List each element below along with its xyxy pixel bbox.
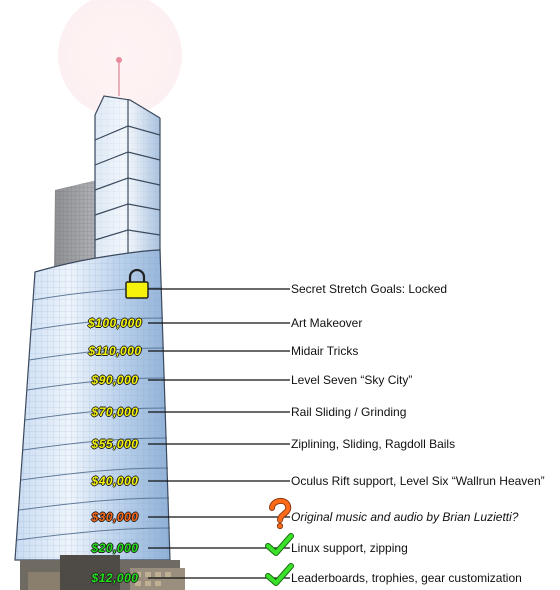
goal-label: Rail Sliding / Grinding: [291, 405, 407, 419]
goal-amount: $90,000: [91, 373, 139, 387]
goal-amount: $40,000: [91, 474, 139, 488]
goal-label: Oculus Rift support, Level Six “Wallrun …: [291, 474, 545, 488]
goal-label: Leaderboards, trophies, gear customizati…: [291, 571, 522, 585]
question-mark-icon: [269, 498, 292, 530]
goal-label: Art Makeover: [291, 316, 363, 330]
base-buildings: [20, 555, 185, 590]
goal-amount: $20,000: [91, 541, 139, 555]
goal-amount: $30,000: [91, 510, 139, 524]
padlock-icon: [125, 268, 149, 299]
goal-amount: $110,000: [88, 344, 142, 358]
main-tower: [14, 249, 171, 561]
antenna: [116, 57, 122, 96]
goal-amount: $70,000: [91, 405, 139, 419]
goal-label-secret: Secret Stretch Goals: Locked: [291, 282, 448, 296]
upper-tower: [94, 95, 161, 280]
goal-label: Linux support, zipping: [291, 541, 408, 555]
goal-label: Ziplining, Sliding, Ragdoll Bails: [291, 437, 456, 451]
goal-amount: $100,000: [87, 316, 143, 330]
goal-label: Midair Tricks: [291, 344, 359, 358]
checkmark-icon: [265, 563, 294, 586]
goal-label: Level Seven “Sky City”: [291, 373, 413, 387]
goal-amount: $12,000: [91, 571, 139, 585]
goal-label: Original music and audio by Brian Luziet…: [291, 510, 519, 524]
checkmark-icon: [265, 533, 294, 556]
goal-amount: $55,000: [91, 437, 139, 451]
